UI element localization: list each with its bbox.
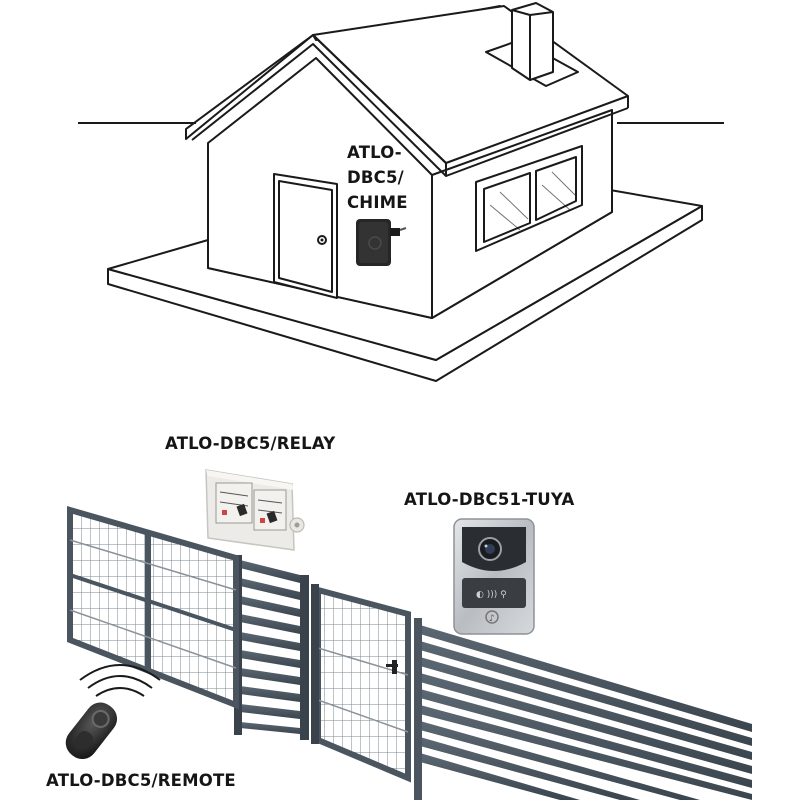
svg-text:◐ ))) ⚲: ◐ ))) ⚲ [476,590,507,600]
gate-fence-illustration [67,506,752,800]
chimney [511,2,554,81]
remote-label: ATLO-DBC5/REMOTE [46,771,236,790]
slatted-panel [234,555,309,740]
chime-label-line2: DBC5/ [347,168,404,187]
slatted-fence [414,618,752,800]
pedestrian-gate [311,584,411,783]
relay-label: ATLO-DBC5/RELAY [165,434,336,453]
chime-label: ATLO- DBC5/ CHIME [347,140,408,215]
chime-label-line3: CHIME [347,193,408,212]
chime-device [356,219,407,266]
relay-device [205,469,305,551]
tuya-doorbell: ◐ ))) ⚲ ♪ [453,518,535,635]
sliding-gate [67,506,239,710]
chime-label-line1: ATLO- [347,143,402,162]
svg-text:♪: ♪ [489,614,495,624]
remote-fob [65,664,161,760]
house-illustration [78,2,724,382]
tuya-doorbell-label: ATLO-DBC51-TUYA [404,490,575,509]
